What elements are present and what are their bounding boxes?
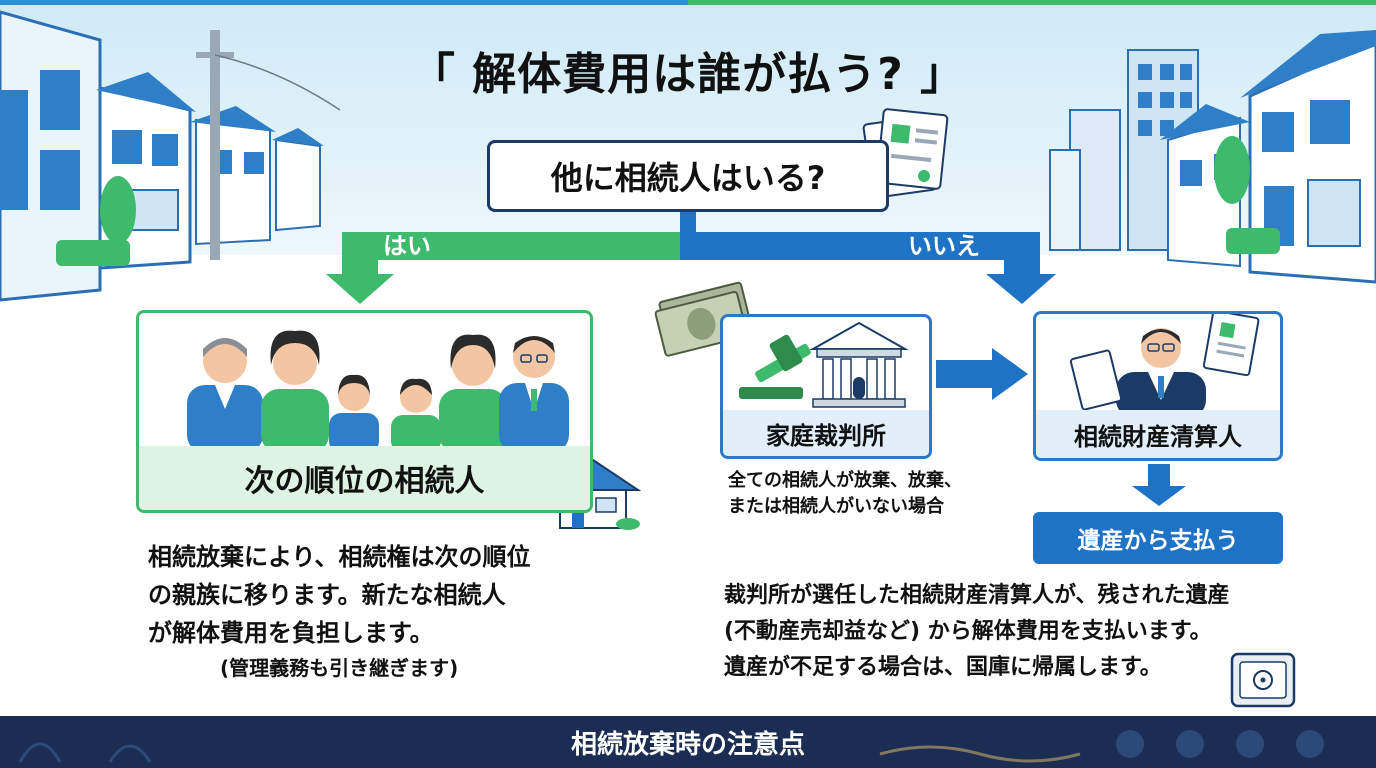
footer-pattern xyxy=(18,730,1324,763)
estate-administrator-label: 相続財産清算人 xyxy=(1036,410,1280,458)
footer-banner xyxy=(0,716,1376,768)
estate-administrator-box: 相続財産清算人 xyxy=(1033,311,1283,461)
courthouse-icon xyxy=(809,321,909,408)
gavel-icon xyxy=(739,334,811,399)
description-line: 裁判所が選任した相続財産清算人が、残された遺産 xyxy=(724,583,1230,608)
page-title: 「 解体費用は誰が払う? 」 xyxy=(410,49,966,100)
description-line: が解体費用を負担します。 xyxy=(148,619,434,647)
court-note-line: 全ての相続人が放棄、放棄、 xyxy=(728,470,962,491)
court-note-line: または相続人がいない場合 xyxy=(728,496,944,517)
stem-connector xyxy=(680,210,696,260)
safe-icon xyxy=(1230,652,1296,708)
right-buildings xyxy=(1049,30,1376,284)
administrator-to-pay-arrow xyxy=(1132,464,1186,506)
description-line: 相続放棄により、相続権は次の順位 xyxy=(148,543,531,571)
pay-from-estate-badge: 遺産から支払う xyxy=(1033,512,1283,564)
family-court-box: 家庭裁判所 xyxy=(720,314,932,459)
lawyer-icon xyxy=(1069,314,1260,418)
branch-no-label: いいえ xyxy=(908,232,980,260)
description-line: (不動産売却益など) から解体費用を支払います。 xyxy=(724,619,1212,644)
question-text: 他に相続人はいる? xyxy=(550,159,826,197)
family-court-label: 家庭裁判所 xyxy=(723,410,929,456)
management-duty-note: (管理義務も引き継ぎます) xyxy=(220,656,459,680)
description-line: 遺産が不足する場合は、国庫に帰属します。 xyxy=(724,655,1162,680)
description-line: の親族に移ります。新たな相続人 xyxy=(148,581,506,609)
branch-yes-arrow xyxy=(326,232,688,304)
family-icon xyxy=(187,330,569,453)
branch-no-arrow xyxy=(688,232,1056,304)
next-heirs-description: 相続放棄により、相続権は次の順位 の親族に移ります。新たな相続人 が解体費用を負… xyxy=(148,538,618,652)
next-heirs-label: 次の順位の相続人 xyxy=(139,446,590,510)
branch-yes-label: はい xyxy=(383,232,431,260)
footer-title: 相続放棄時の注意点 xyxy=(570,729,805,760)
question-box: 他に相続人はいる? xyxy=(487,140,889,212)
left-buildings xyxy=(0,10,341,302)
court-to-administrator-arrow xyxy=(936,348,1028,400)
court-condition-note: 全ての相続人が放棄、放棄、 または相続人がいない場合 xyxy=(728,468,1028,520)
next-heirs-box: 次の順位の相続人 xyxy=(136,310,593,513)
administrator-description: 裁判所が選任した相続財産清算人が、残された遺産 (不動産売却益など) から解体費… xyxy=(724,578,1324,686)
